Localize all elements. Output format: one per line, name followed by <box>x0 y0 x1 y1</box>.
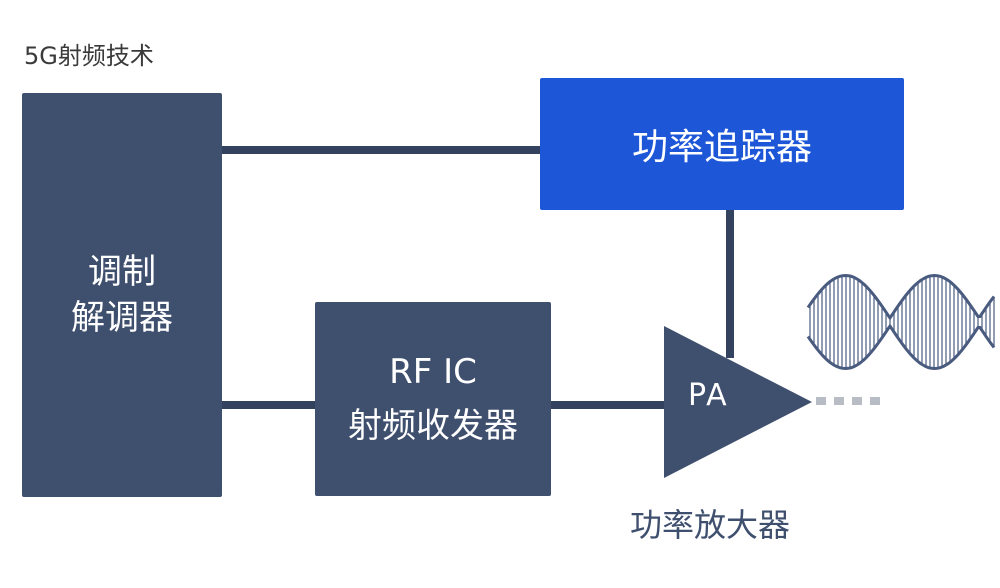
rfic-label-line2: 射频收发器 <box>348 406 518 446</box>
power-tracker-block: 功率追踪器 <box>540 78 904 210</box>
pa-caption: 功率放大器 <box>630 506 791 544</box>
rfic-block: RF IC 射频收发器 <box>315 302 551 496</box>
pa-amplifier-triangle <box>664 326 812 478</box>
wire-rfic-to-pa <box>551 401 666 409</box>
rf-signal-waveform-icon <box>806 273 996 371</box>
modem-block: 调制 解调器 <box>22 93 222 497</box>
pa-label: PA <box>688 378 729 413</box>
wire-modem-to-tracker <box>222 146 540 154</box>
diagram-title: 5G射频技术 <box>24 42 154 70</box>
wire-tracker-to-pa <box>726 210 734 358</box>
modem-label-line2: 解调器 <box>71 298 173 338</box>
rfic-label-line1: RF IC <box>389 352 477 392</box>
output-dotted-line <box>816 397 880 405</box>
wire-modem-to-rfic <box>222 401 315 409</box>
power-tracker-label: 功率追踪器 <box>631 127 812 168</box>
modem-label-line1: 调制 <box>88 252 156 292</box>
